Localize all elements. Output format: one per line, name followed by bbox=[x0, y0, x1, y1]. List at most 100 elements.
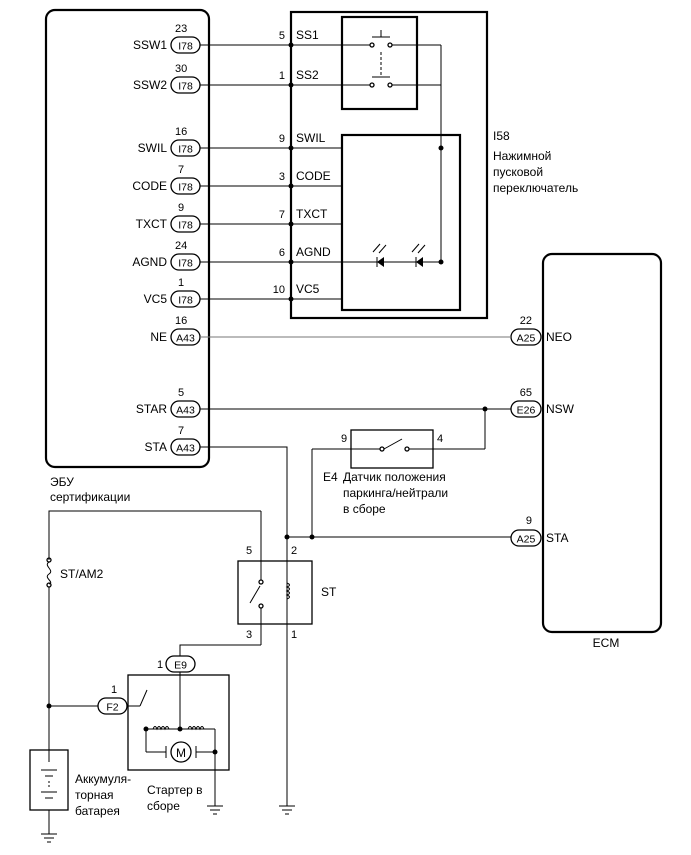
st-relay-contacts bbox=[249, 511, 290, 645]
ecu-pin-agnd-num: 24 bbox=[175, 240, 187, 252]
pn-switch-contact bbox=[311, 409, 486, 537]
i58-pin-code-label: CODE bbox=[296, 169, 331, 183]
ground-icon bbox=[41, 833, 57, 843]
i58-pin-agnd-label: AGND bbox=[296, 245, 331, 259]
i58-pin-vc5-num: 10 bbox=[273, 284, 285, 296]
starter-internals bbox=[127, 672, 218, 806]
ecu-pin-txct-num: 9 bbox=[178, 202, 184, 214]
ecu-connector-code: I78 bbox=[170, 177, 201, 195]
ecu-pin-code-label: CODE bbox=[132, 179, 167, 193]
battery-name-3: батарея bbox=[75, 804, 120, 818]
fuse-label: ST/AM2 bbox=[60, 567, 104, 581]
ecu-pin-ssw2-label: SSW2 bbox=[133, 78, 167, 92]
ecu-caption-1: ЭБУ bbox=[50, 475, 74, 489]
motor-symbol: M bbox=[176, 746, 186, 760]
ecu-connector-ssw1: I78 bbox=[170, 36, 201, 54]
ecu-pin-sta-num: 7 bbox=[178, 425, 184, 437]
ecu-box bbox=[44, 8, 211, 469]
wire-sta bbox=[200, 446, 288, 806]
push-switch-name-1: Нажимной bbox=[493, 149, 551, 163]
connector-label: E9 bbox=[174, 660, 187, 672]
ecm-label: ECM bbox=[593, 636, 620, 650]
connector-label: A25 bbox=[517, 534, 536, 546]
ecu-pin-ssw1-label: SSW1 bbox=[133, 38, 167, 52]
connector-label: I78 bbox=[178, 144, 193, 156]
junction-sta bbox=[284, 534, 290, 540]
wire-fuse-top bbox=[48, 510, 261, 560]
ecu-connector-ne: A43 bbox=[170, 328, 201, 346]
pn-name-3: в сборе bbox=[343, 502, 386, 516]
ecu-connector-vc5: I78 bbox=[170, 290, 201, 308]
connector-label: I78 bbox=[178, 81, 193, 93]
i58-internal-wiring bbox=[291, 30, 442, 300]
starter-e9-pin: 1 bbox=[157, 659, 163, 671]
starter-f2-pin: 1 bbox=[111, 684, 117, 696]
coil-icon bbox=[285, 582, 290, 600]
ecu-pin-ne-label: NE bbox=[150, 330, 167, 344]
ecu-pin-txct-label: TXCT bbox=[136, 217, 168, 231]
connector-label: A25 bbox=[517, 333, 536, 345]
st-relay-label: ST bbox=[321, 585, 337, 599]
ecm-pin-sta-num: 9 bbox=[526, 515, 532, 527]
starter-name-1: Стартер в bbox=[147, 783, 203, 797]
i58-pin-ss2-label: SS2 bbox=[296, 68, 319, 82]
i58-pin-code-num: 3 bbox=[279, 171, 285, 183]
solenoid-coil-icon bbox=[152, 726, 170, 731]
starter-connector-e9: E9 bbox=[165, 655, 196, 673]
st-relay-pin5: 5 bbox=[246, 545, 252, 557]
st-relay-pin1: 1 bbox=[291, 629, 297, 641]
i58-pin-ss2-num: 1 bbox=[279, 70, 285, 82]
connector-label: A43 bbox=[176, 405, 195, 417]
ecu-caption-2: сертификации bbox=[50, 490, 130, 504]
battery-name-1: Аккумуля- bbox=[75, 772, 131, 786]
ecu-pin-ssw2-num: 30 bbox=[175, 63, 187, 75]
ecu-pin-ne-num: 16 bbox=[175, 315, 187, 327]
push-switch-id: I58 bbox=[493, 129, 510, 143]
connector-label: I78 bbox=[178, 182, 193, 194]
ecu-connector-agnd: I78 bbox=[170, 253, 201, 271]
i58-pin-swil-num: 9 bbox=[279, 133, 285, 145]
connector-label: I78 bbox=[178, 41, 193, 53]
wire-st-e9 bbox=[179, 644, 261, 656]
ground-icon bbox=[279, 805, 295, 815]
st-relay-box bbox=[237, 560, 313, 625]
led-icon bbox=[416, 257, 423, 267]
ecu-pin-vc5-num: 1 bbox=[178, 277, 184, 289]
i58-pin-txct-label: TXCT bbox=[296, 207, 328, 221]
push-switch-name-3: переключатель bbox=[493, 181, 578, 195]
ecu-connector-txct: I78 bbox=[170, 215, 201, 233]
i58-pin-ss1-num: 5 bbox=[279, 30, 285, 42]
connector-label: I78 bbox=[178, 220, 193, 232]
ecm-connector-sta: A25 bbox=[510, 529, 542, 547]
connector-label: A43 bbox=[176, 443, 195, 455]
led-icon bbox=[377, 257, 384, 267]
starter-box bbox=[127, 674, 230, 771]
hold-coil-icon bbox=[187, 726, 205, 731]
ecu-pin-swil-num: 16 bbox=[175, 126, 187, 138]
push-switch-contacts-box bbox=[340, 15, 419, 111]
st-relay-pin3: 3 bbox=[246, 629, 252, 641]
ecm-pin-neo-num: 22 bbox=[520, 315, 532, 327]
ecu-pin-agnd-label: AGND bbox=[132, 255, 167, 269]
connector-label: E26 bbox=[517, 405, 536, 417]
pn-name-2: паркинга/нейтрали bbox=[343, 486, 448, 500]
st-relay-pin2: 2 bbox=[291, 545, 297, 557]
junction-pn bbox=[309, 534, 315, 540]
starter-connector-f2: F2 bbox=[97, 697, 128, 715]
ecu-connector-star: A43 bbox=[170, 400, 201, 418]
pn-pin-right: 4 bbox=[437, 433, 443, 445]
ecm-connector-neo: A25 bbox=[510, 328, 542, 346]
connector-label: F2 bbox=[106, 702, 118, 714]
battery-icon bbox=[41, 769, 57, 799]
ecm-box bbox=[541, 252, 663, 634]
ecm-pin-sta-label: STA bbox=[546, 531, 568, 545]
ground-icon bbox=[207, 805, 223, 815]
ecu-pin-vc5-label: VC5 bbox=[144, 292, 168, 306]
starter-name-2: сборе bbox=[147, 799, 180, 813]
ecu-pin-star-num: 5 bbox=[178, 387, 184, 399]
ecu-pin-code-num: 7 bbox=[178, 164, 184, 176]
motor-icon: M bbox=[165, 741, 197, 763]
ecu-pin-ssw1-num: 23 bbox=[175, 23, 187, 35]
